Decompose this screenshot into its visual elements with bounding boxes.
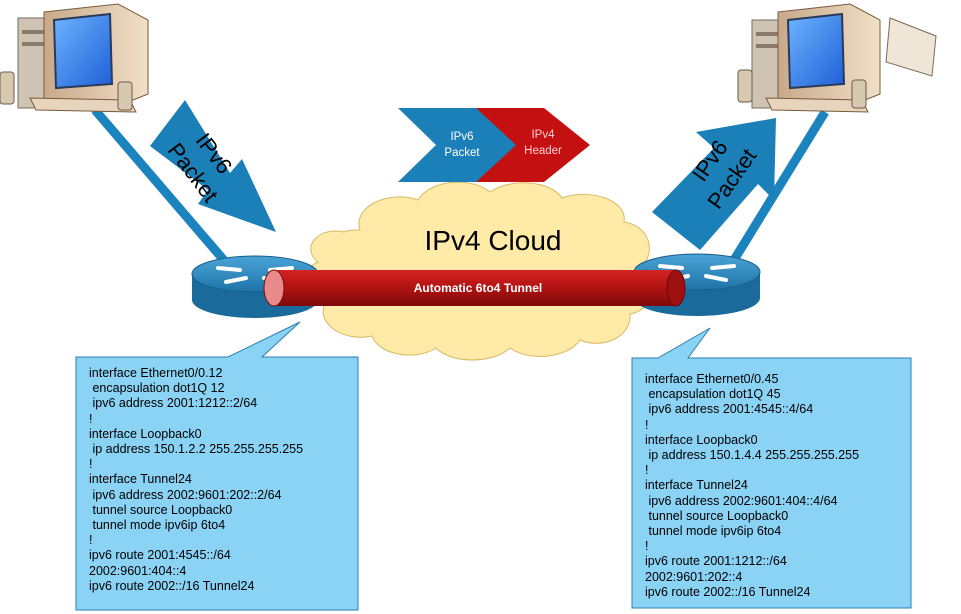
config-line: interface Tunnel24	[89, 472, 192, 487]
config-line: ipv6 address 2001:1212::2/64	[89, 396, 258, 411]
config-line: encapsulation dot1Q 12	[89, 381, 225, 396]
legend-packet: IPv6 Packet IPv4 Header	[398, 108, 590, 182]
config-line: tunnel mode ipv6ip 6to4	[645, 524, 782, 539]
ipv6-packet-arrow-left: IPv6 Packet	[150, 100, 276, 232]
config-line: tunnel source Loopback0	[645, 508, 789, 523]
config-line: tunnel mode ipv6ip 6to4	[89, 518, 226, 533]
config-line: ipv6 address 2002:9601:404::4/64	[645, 493, 838, 508]
config-line: ipv6 route 2002::/16 Tunnel24	[645, 584, 811, 599]
config-line: interface Ethernet0/0.45	[645, 372, 779, 386]
config-line: ipv6 address 2001:4545::4/64	[645, 402, 814, 417]
ipv6-packet-arrow-right: IPv6 Packet	[652, 118, 776, 250]
config-line: interface Loopback0	[89, 426, 202, 441]
callout-left	[75, 321, 359, 611]
config-line: 2002:9601:202::4	[645, 569, 743, 584]
link-left	[91, 107, 232, 268]
config-line: ip address 150.1.2.2 255.255.255.255	[89, 442, 304, 457]
computer-left-icon	[0, 3, 149, 113]
legend-ipv6-line1: IPv6	[450, 131, 473, 143]
computer-right-icon	[737, 3, 937, 113]
legend-ipv4-line1: IPv4	[531, 129, 555, 141]
legend-ipv4-chevron	[470, 108, 590, 182]
config-line: interface Loopback0	[645, 432, 758, 447]
cloud-label: IPv4 Cloud	[425, 225, 562, 256]
config-line: !	[89, 457, 93, 472]
link-right	[730, 109, 829, 263]
config-line: !	[89, 533, 93, 548]
6to4-tunnel: Automatic 6to4 Tunnel	[263, 269, 686, 307]
tunnel-label: Automatic 6to4 Tunnel	[414, 281, 542, 295]
callout-right	[631, 327, 912, 609]
config-left: interface Ethernet0/0.12 encapsulation d…	[89, 366, 303, 594]
config-line: !	[645, 417, 649, 432]
config-line: !	[89, 411, 93, 426]
config-line: interface Tunnel24	[645, 478, 748, 493]
config-line: ipv6 route 2002::/16 Tunnel24	[89, 578, 255, 593]
config-right: interface Ethernet0/0.45 encapsulation d…	[645, 372, 859, 600]
config-line: ipv6 address 2002:9601:202::2/64	[89, 487, 282, 502]
config-line: interface Ethernet0/0.12	[89, 366, 223, 380]
config-line: ipv6 route 2001:1212::/64	[645, 554, 787, 569]
config-line: !	[645, 463, 649, 478]
config-line: ip address 150.1.4.4 255.255.255.255	[645, 448, 860, 463]
legend-ipv4-line2: Header	[524, 145, 562, 157]
config-line: 2002:9601:404::4	[89, 563, 187, 578]
legend-ipv6-chevron	[398, 108, 516, 182]
config-line: tunnel source Loopback0	[89, 502, 233, 517]
config-line: ipv6 route 2001:4545::/64	[89, 548, 231, 563]
config-line: encapsulation dot1Q 45	[645, 387, 781, 402]
config-line: !	[645, 539, 649, 554]
legend-ipv6-line2: Packet	[444, 147, 480, 159]
